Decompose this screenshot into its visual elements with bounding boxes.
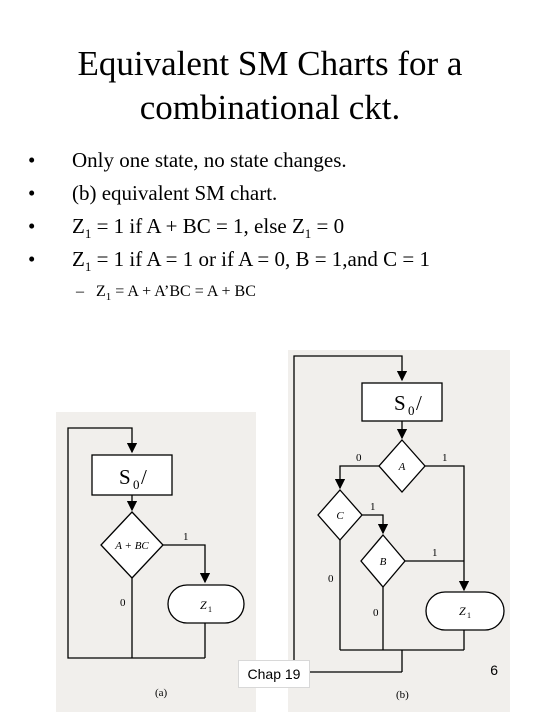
decision-label-bvar-b: B <box>380 556 387 568</box>
bullet-item: •Z1 = 1 if A + BC = 1, else Z1 = 0 <box>28 212 430 245</box>
state-label-s-a: S <box>119 465 131 489</box>
slide-title: Equivalent SM Charts for a combinational… <box>0 42 540 130</box>
branch-true-label-a: 1 <box>183 531 189 543</box>
state-label-s-b: S <box>394 391 406 415</box>
state-label-sub-b: 0 <box>408 403 415 418</box>
caption-a: (a) <box>155 687 168 699</box>
bullet-item: • Only one state, no state changes. <box>28 146 430 179</box>
branch-true-line-a <box>163 544 211 584</box>
title-line-1: Equivalent SM Charts for a <box>77 44 463 83</box>
state-box-s0-b <box>361 382 443 422</box>
loop-line-a <box>67 427 138 659</box>
b-true-label-b: 1 <box>432 547 438 559</box>
c-false-label-b: 0 <box>328 573 334 585</box>
subscript: 1 <box>304 226 312 242</box>
bullet-text: = 0 <box>311 214 345 238</box>
decision-label-c-b: C <box>336 510 344 522</box>
sub-bullet-dash: – <box>76 283 84 300</box>
decision-label-a-b: A <box>398 461 406 473</box>
a-false-label-b: 0 <box>356 452 362 464</box>
decision-diamond-a-b <box>378 439 426 493</box>
output-box-z1-b <box>425 591 505 631</box>
figure-b <box>293 355 505 673</box>
sub-bullet-text: = A + A’BC = A + BC <box>111 283 256 300</box>
figure-a <box>67 427 245 659</box>
caption-b: (b) <box>396 689 409 701</box>
bullet-text-z: Z <box>72 214 85 238</box>
state-label-slash-b: / <box>416 391 422 415</box>
branch-false-label-a: 0 <box>120 597 126 609</box>
bullet-text: (b) equivalent SM chart. <box>72 181 278 205</box>
bullet-item: • (b) equivalent SM chart. <box>28 179 430 212</box>
bullet-dot: • <box>28 148 36 172</box>
a-false-line-b <box>334 465 379 490</box>
footer-page-number: 6 <box>490 662 498 678</box>
output-label-z-a: Z <box>200 598 207 612</box>
title-line-2: combinational ckt. <box>139 88 401 127</box>
a-true-line-b <box>425 465 470 592</box>
state-label-sub-a: 0 <box>133 477 140 492</box>
bullet-dot: • <box>28 214 36 238</box>
footer-chapter: Chap 19 <box>238 660 310 688</box>
bullet-item: • Z1 = 1 if A = 1 or if A = 0, B = 1,and … <box>28 245 430 278</box>
subscript: 1 <box>84 259 92 275</box>
c-true-label-b: 1 <box>370 501 376 513</box>
bullet-dot: • <box>28 247 36 271</box>
sub-bullet-z: Z <box>96 283 106 300</box>
figure-a-labels: S 0 / A + BC 1 0 Z 1 (a) <box>114 465 212 699</box>
c-true-line-b <box>362 514 389 535</box>
b-false-label-b: 0 <box>373 607 379 619</box>
a-true-label-b: 1 <box>442 452 448 464</box>
bullet-text: = 1 if A + BC = 1, else Z <box>91 214 305 238</box>
sub-bullet: –Z1 = A + A’BC = A + BC <box>76 283 256 303</box>
output-label-z-b: Z <box>459 604 466 618</box>
loop-line-b <box>293 355 408 673</box>
output-label-sub-a: 1 <box>208 605 212 614</box>
subscript: 1 <box>84 226 92 242</box>
bullet-text: Only one state, no state changes. <box>72 148 347 172</box>
join-line-b <box>340 649 464 672</box>
bullet-dot: • <box>28 181 36 205</box>
figure-b-labels: S 0 / A 0 1 C 1 0 B 1 0 Z 1 (b) <box>328 391 471 701</box>
subscript: 1 <box>105 291 112 304</box>
bullet-list: • Only one state, no state changes. • (b) … <box>28 146 430 278</box>
bullet-text-z: Z <box>72 247 85 271</box>
bullet-text: = 1 if A = 1 or if A = 0, B = 1,and C = … <box>91 247 430 271</box>
output-box-z1-a <box>167 584 245 624</box>
decision-label-a: A + BC <box>114 540 149 552</box>
output-label-sub-b: 1 <box>467 611 471 620</box>
state-box-s0-a <box>91 454 173 496</box>
state-label-slash-a: / <box>141 465 147 489</box>
